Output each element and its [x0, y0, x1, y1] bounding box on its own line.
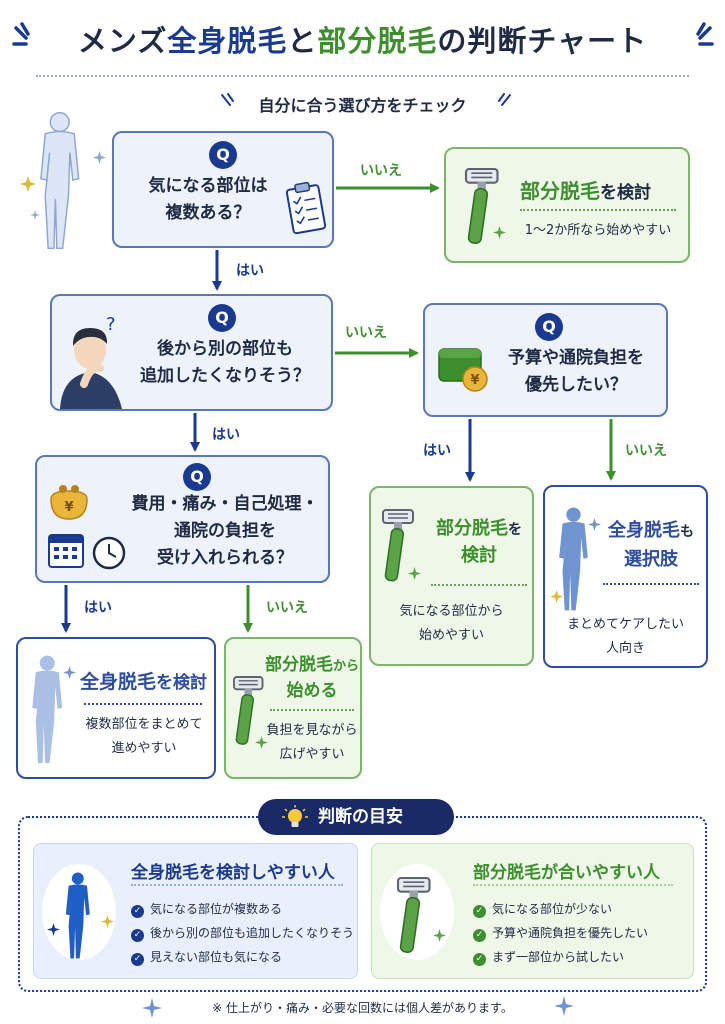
label-no-q3: いいえ [625, 443, 667, 459]
q1-line2: 複数ある？ [165, 203, 251, 223]
guide-left-title: 全身脱毛を検討しやすい人 [131, 863, 335, 883]
result-1-divider [520, 209, 676, 211]
q-badge: Q [183, 463, 211, 491]
question-box-1: Q 気になる部位は 複数ある？ [112, 131, 334, 248]
result-2-text-2: 始めやすい [418, 628, 484, 643]
guide-right-divider [473, 884, 673, 886]
label-no-q2: いいえ [345, 325, 387, 341]
result-box-partial-1: 部分脱毛を検討 1〜2か所なら始めやすい [444, 147, 690, 263]
razor-icon [464, 167, 506, 245]
human-body-icon [32, 655, 76, 764]
result-box-partial-2: 部分脱毛を 検討 気になる部位から 始めやすい [369, 486, 534, 666]
question-box-3: Q ¥ 予算や通院負担を 優先したい？ [423, 303, 668, 417]
guide-right-item: ✓予算や通院負担を優先したい [473, 924, 648, 942]
result-1-heading: 部分脱毛を検討 [520, 179, 651, 203]
result-5-text-2: 広げやすい [279, 747, 345, 762]
check-icon: ✓ [473, 905, 486, 918]
q3-line2: 優先したい？ [525, 375, 627, 395]
thinking-man-icon: ? [60, 314, 122, 409]
footer-note: ※ 仕上がり・痛み・必要な回数には個人差があります。 [212, 1001, 513, 1015]
coin-purse-icon: ¥ [50, 485, 88, 520]
q-badge: Q [535, 313, 563, 341]
human-body-icon [47, 872, 114, 959]
label-yes-q4: はい [84, 600, 112, 616]
guide-panel-full: 全身脱毛を検討しやすい人 ✓気になる部位が複数ある ✓後から別の部位も追加したく… [33, 843, 358, 979]
guide-panel-partial: 部分脱毛が合いやすい人 ✓気になる部位が少ない ✓予算や通院負担を優先したい ✓… [371, 843, 694, 979]
clock-icon [92, 536, 126, 570]
check-icon: ✓ [473, 929, 486, 942]
clipboard-icon [285, 181, 327, 235]
yen-mark: ¥ [64, 500, 73, 515]
result-2-heading: 部分脱毛を 検討 [436, 518, 522, 566]
result-3-text-1: まとめてケアしたい [566, 617, 684, 632]
result-3-text-2: 人向き [605, 641, 645, 656]
title-burst-left [12, 22, 30, 46]
q4-line3: 受け入れられる？ [157, 548, 293, 568]
human-body-icon [551, 507, 601, 611]
wallet-icon: ¥ [438, 348, 488, 392]
result-4-divider [84, 703, 202, 705]
label-yes-q2: はい [212, 427, 240, 443]
q1-line1: 気になる部位は [148, 176, 268, 196]
guide-left-item: ✓見えない部位も気になる [131, 948, 282, 966]
check-icon: ✓ [473, 953, 486, 966]
result-box-partial-3: 部分脱毛から 始める 負担を見ながら 広げやすい [224, 637, 362, 779]
q2-line1: 後から別の部位も [157, 339, 293, 359]
lightbulb-icon [282, 805, 308, 827]
result-3-heading: 全身脱毛も 選択肢 [608, 520, 694, 570]
q4-line1: 費用・痛み・自己処理・ [131, 494, 319, 514]
calendar-icon [48, 534, 84, 568]
subtitle-slash-left [221, 93, 234, 106]
human-body-icon [20, 111, 106, 250]
result-3-divider [603, 583, 699, 585]
subtitle-slash-right [498, 93, 511, 106]
result-5-heading: 部分脱毛から 始める [264, 655, 359, 701]
guide-title: 判断の目安 [258, 799, 454, 835]
q2-line2: 追加したくなりそう？ [140, 366, 310, 386]
guide-right-item: ✓気になる部位が少ない [473, 900, 612, 918]
result-4-text-2: 進めやすい [111, 741, 177, 756]
razor-icon [396, 876, 446, 954]
title-divider [36, 75, 689, 77]
subtitle: 自分に合う選び方をチェック [258, 96, 467, 115]
result-1-text: 1〜2か所なら始めやすい [524, 223, 672, 238]
result-box-full-1: 全身脱毛も 選択肢 まとめてケアしたい 人向き [543, 485, 708, 668]
guide-right-item: ✓まず一部位から試したい [473, 948, 624, 966]
result-box-full-2: 全身脱毛を検討 複数部位をまとめて 進めやすい [16, 637, 216, 779]
guide-left-item: ✓後から別の部位も追加したくなりそう [131, 924, 354, 942]
question-box-2: ? Q 後から別の部位も 追加したくなりそう？ [50, 294, 333, 411]
q-badge: Q [209, 141, 237, 169]
guide-left-divider [131, 884, 343, 886]
result-5-text-1: 負担を見ながら [266, 723, 358, 738]
q-badge: Q [208, 304, 236, 332]
guide-right-title: 部分脱毛が合いやすい人 [473, 863, 660, 883]
razor-icon [382, 509, 421, 583]
sparkle-icon [554, 996, 574, 1016]
guide-left-item: ✓気になる部位が複数ある [131, 900, 282, 918]
razor-icon [233, 676, 268, 749]
page-title: メンズ全身脱毛と部分脱毛の判断チャート [77, 24, 648, 58]
q3-line1: 予算や通院負担を [508, 348, 644, 368]
svg-text:?: ? [106, 314, 116, 335]
result-2-divider [431, 584, 527, 586]
result-4-text-1: 複数部位をまとめて [85, 717, 203, 732]
check-icon: ✓ [131, 953, 144, 966]
check-icon: ✓ [131, 905, 144, 918]
result-4-heading: 全身脱毛を検討 [80, 671, 208, 693]
label-yes-q3: はい [423, 443, 451, 459]
result-5-divider [270, 709, 354, 711]
guide-title-text: 判断の目安 [318, 807, 403, 827]
yen-mark: ¥ [470, 373, 479, 388]
label-yes-q1: はい [236, 263, 264, 279]
title-burst-right [696, 22, 714, 46]
check-icon: ✓ [131, 929, 144, 942]
q4-line2: 通院の負担を [174, 521, 276, 541]
label-no-q1: いいえ [360, 163, 402, 179]
result-2-text-1: 気になる部位から [399, 604, 504, 619]
label-no-q4: いいえ [266, 600, 308, 616]
sparkle-icon [142, 998, 162, 1018]
question-box-4: Q ¥ 費用・痛み・自己処理・ 通院の負担を 受け入れられる？ [35, 455, 330, 583]
